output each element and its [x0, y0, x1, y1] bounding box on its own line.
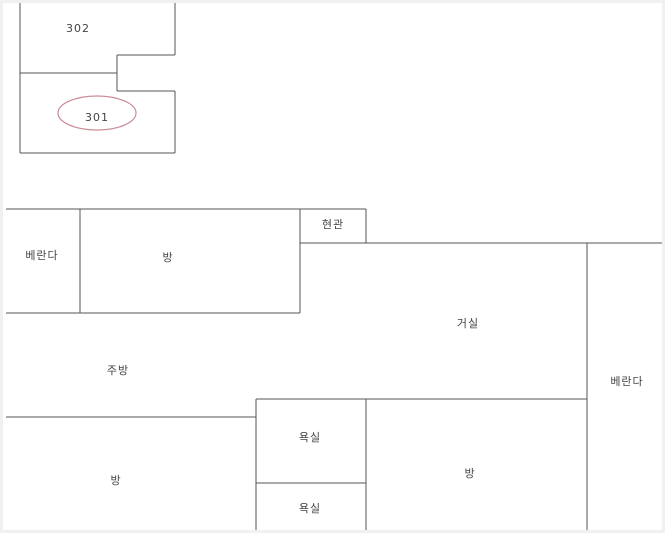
- balcony-right-label: 베란다: [610, 375, 643, 388]
- balcony-left-label: 베란다: [25, 249, 58, 262]
- bathroom-2-label: 욕실: [299, 502, 321, 515]
- unit-301-highlight-circle: [57, 95, 137, 131]
- kitchen-label: 주방: [107, 364, 129, 377]
- unit-block-300s: 302 301: [19, 3, 176, 154]
- unit-302-wall: [19, 3, 176, 154]
- screenshot-frame: 302 301 베란다 방 현관 거실 주방 베란다 욕실: [3, 3, 662, 530]
- room-top-label: 방: [162, 251, 173, 264]
- bathroom-1-label: 욕실: [299, 431, 321, 444]
- entrance-label: 현관: [322, 218, 344, 231]
- room-bottom-right-label: 방: [464, 467, 475, 480]
- room-bottom-left-label: 방: [110, 474, 121, 487]
- apartment-walls: [6, 208, 662, 530]
- living-room-label: 거실: [457, 317, 479, 330]
- unit-302-label: 302: [66, 22, 90, 35]
- room-labels: 베란다 방 현관 거실 주방 베란다 욕실 욕실 방 방: [25, 218, 643, 515]
- floor-plan-diagram: 302 301 베란다 방 현관 거실 주방 베란다 욕실: [6, 3, 662, 530]
- unit-301-label: 301: [85, 111, 109, 124]
